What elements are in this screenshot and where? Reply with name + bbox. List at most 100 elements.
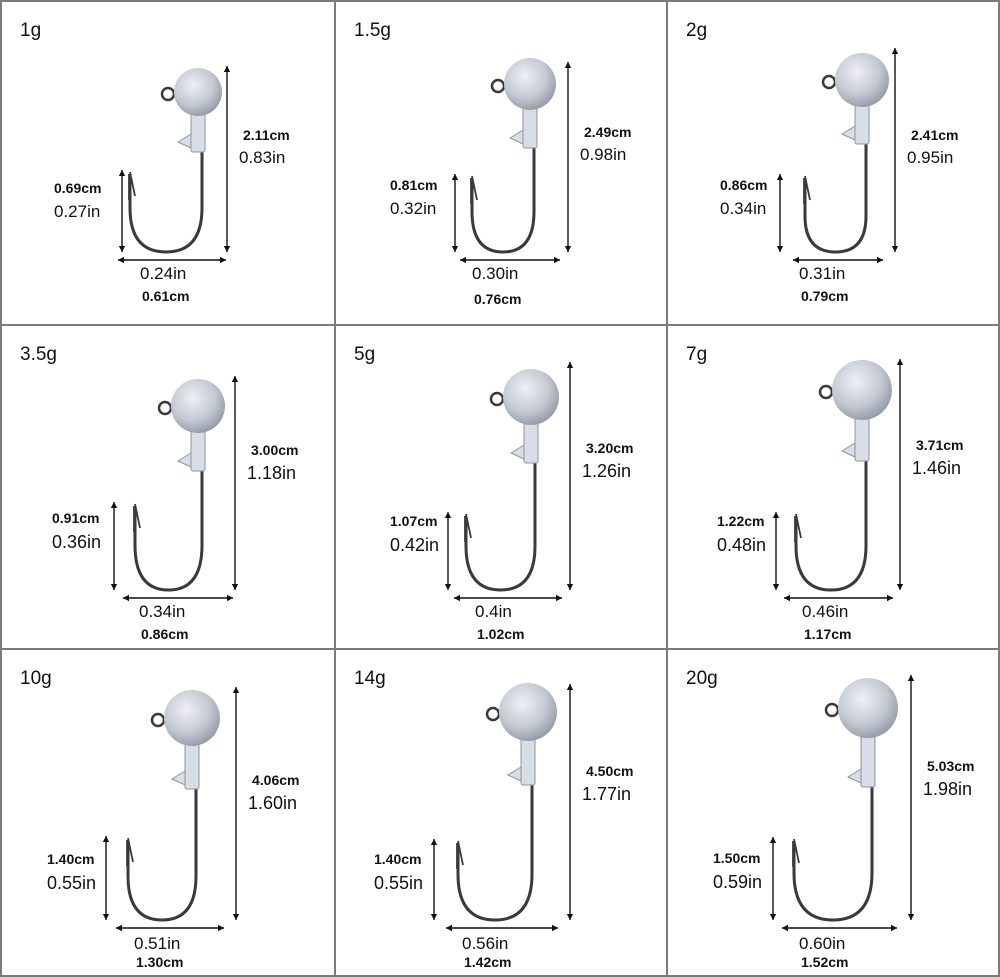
length-arrow bbox=[566, 684, 574, 920]
gap-arrow-head-0 bbox=[102, 836, 110, 842]
hook-barb bbox=[126, 837, 134, 866]
hook-barb bbox=[470, 175, 478, 204]
width-arrow bbox=[118, 256, 226, 264]
width-in-label: 0.56in bbox=[462, 934, 509, 953]
width-arrow bbox=[446, 924, 558, 932]
length-arrow-head-0 bbox=[231, 376, 239, 382]
hook-wire bbox=[470, 146, 536, 254]
hook-weight-label: 14g bbox=[354, 668, 386, 689]
length-in-label: 1.60in bbox=[248, 793, 298, 813]
length-in-label: 1.98in bbox=[923, 779, 973, 799]
jig-hook-illustration bbox=[110, 376, 239, 602]
width-arrow-head-0 bbox=[454, 594, 460, 602]
gap-arrow-head-0 bbox=[430, 839, 438, 845]
hook-keeper bbox=[508, 129, 524, 145]
jig-head bbox=[171, 379, 225, 433]
width-cm-label: 1.42cm bbox=[464, 954, 512, 970]
width-cm-label: 0.76cm bbox=[474, 291, 522, 307]
hook-barb bbox=[803, 175, 811, 204]
jig-hook-illustration bbox=[772, 359, 904, 602]
width-arrow-head-1 bbox=[877, 256, 883, 264]
width-arrow bbox=[460, 256, 560, 264]
hook-barb bbox=[794, 513, 802, 542]
width-cm-label: 1.52cm bbox=[801, 954, 849, 970]
gap-in-label: 0.48in bbox=[717, 535, 767, 555]
hook-eye bbox=[150, 712, 166, 728]
width-arrow-head-1 bbox=[556, 594, 562, 602]
gap-arrow bbox=[102, 836, 110, 920]
jig-hook-illustration bbox=[444, 362, 574, 602]
gap-cm-label: 1.50cm bbox=[713, 850, 761, 866]
length-arrow bbox=[231, 376, 239, 590]
hook-wire bbox=[126, 787, 198, 922]
hook-eye bbox=[160, 86, 176, 102]
hook-weight-label: 20g bbox=[686, 668, 718, 689]
length-cm-label: 3.71cm bbox=[916, 437, 964, 453]
gap-cm-label: 0.91cm bbox=[52, 510, 100, 526]
width-in-label: 0.46in bbox=[802, 602, 849, 621]
jig-head bbox=[835, 53, 889, 107]
hook-wire bbox=[133, 469, 204, 592]
length-arrow-head-1 bbox=[231, 584, 239, 590]
width-in-label: 0.31in bbox=[799, 264, 846, 283]
jig-hook-illustration bbox=[102, 687, 240, 932]
length-arrow bbox=[896, 359, 904, 590]
gap-cm-label: 1.07cm bbox=[390, 513, 438, 529]
width-arrow-head-0 bbox=[116, 924, 122, 932]
width-in-label: 0.34in bbox=[139, 602, 186, 621]
width-arrow-head-0 bbox=[793, 256, 799, 264]
gap-arrow-head-1 bbox=[102, 914, 110, 920]
width-arrow-head-0 bbox=[784, 594, 790, 602]
length-cm-label: 5.03cm bbox=[927, 758, 975, 774]
gap-arrow-head-0 bbox=[776, 174, 784, 180]
width-arrow bbox=[116, 924, 224, 932]
width-arrow-head-0 bbox=[446, 924, 452, 932]
width-arrow-head-1 bbox=[554, 256, 560, 264]
length-in-label: 1.77in bbox=[582, 784, 632, 804]
length-in-label: 1.18in bbox=[247, 463, 297, 483]
length-arrow-head-1 bbox=[223, 246, 231, 252]
gap-in-label: 0.55in bbox=[47, 873, 97, 893]
hook-weight-label: 1g bbox=[20, 20, 42, 41]
length-arrow-head-1 bbox=[907, 914, 915, 920]
hook-keeper bbox=[176, 452, 192, 468]
jig-hook-illustration bbox=[769, 675, 915, 932]
width-arrow-head-1 bbox=[891, 924, 897, 932]
gap-arrow-head-1 bbox=[444, 584, 452, 590]
width-in-label: 0.51in bbox=[134, 934, 181, 953]
hook-weight-label: 5g bbox=[354, 344, 376, 365]
gap-in-label: 0.59in bbox=[713, 872, 763, 892]
gap-in-label: 0.32in bbox=[390, 199, 437, 218]
gap-arrow-head-0 bbox=[110, 502, 118, 508]
width-arrow-head-0 bbox=[460, 256, 466, 264]
gap-arrow bbox=[776, 174, 784, 252]
hook-eye bbox=[485, 706, 501, 722]
gap-arrow-head-1 bbox=[430, 914, 438, 920]
length-arrow bbox=[564, 62, 572, 252]
width-arrow-head-0 bbox=[782, 924, 788, 932]
length-cm-label: 2.11cm bbox=[243, 127, 290, 143]
hook-weight-label: 3.5g bbox=[20, 344, 57, 365]
length-arrow-head-0 bbox=[896, 359, 904, 365]
gap-arrow bbox=[451, 174, 459, 252]
width-cm-label: 0.86cm bbox=[141, 626, 189, 642]
jig-head bbox=[504, 58, 556, 110]
width-arrow bbox=[782, 924, 897, 932]
gap-in-label: 0.27in bbox=[54, 202, 101, 221]
gap-arrow bbox=[769, 837, 777, 920]
hook-barb bbox=[456, 840, 464, 869]
length-arrow bbox=[891, 48, 899, 252]
length-arrow-head-0 bbox=[232, 687, 240, 693]
length-in-label: 1.46in bbox=[912, 458, 962, 478]
hook-keeper bbox=[840, 125, 856, 141]
length-arrow bbox=[232, 687, 240, 920]
width-arrow-head-1 bbox=[227, 594, 233, 602]
jig-head bbox=[499, 683, 557, 741]
width-cm-label: 1.30cm bbox=[136, 954, 184, 970]
length-in-label: 0.95in bbox=[907, 148, 954, 167]
hook-wire bbox=[803, 142, 868, 254]
jig-hook-illustration bbox=[776, 48, 899, 264]
